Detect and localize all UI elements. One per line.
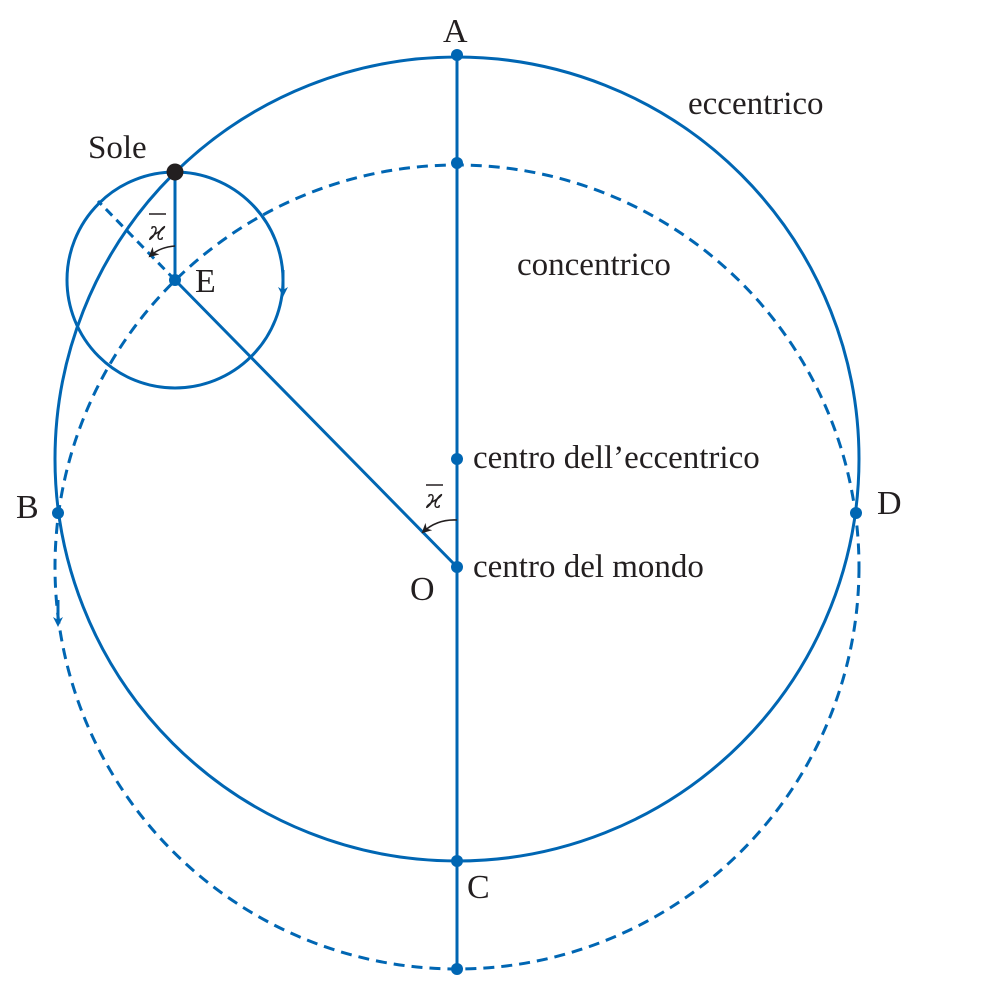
label-o: O: [410, 571, 435, 608]
label-d: D: [877, 485, 902, 522]
label-c: C: [467, 869, 490, 906]
radius-o-to-e: [173, 278, 459, 569]
label-world-center: centro del mondo: [473, 549, 704, 585]
dashed-extension: [96, 199, 177, 282]
angle-arc-at-o: [421, 519, 458, 534]
point-b: [52, 507, 64, 519]
point-a: [451, 49, 463, 61]
point-d: [850, 507, 862, 519]
angle-symbol-at-o: ϰ: [425, 485, 443, 515]
point-eccentric-center: [451, 453, 463, 465]
point-o: [451, 561, 463, 573]
point-e: [169, 274, 181, 286]
label-sun: Sole: [88, 130, 147, 166]
label-e: E: [195, 263, 216, 300]
point-c: [451, 855, 463, 867]
angle-arc-at-e: [148, 245, 176, 258]
point-concentric-top: [451, 157, 463, 169]
label-eccentric-center: centro dell’eccentrico: [473, 440, 760, 476]
label-concentric: concentrico: [517, 247, 671, 283]
label-a: A: [443, 13, 468, 50]
label-eccentric: eccentrico: [688, 86, 824, 122]
label-b: B: [16, 489, 39, 526]
point-concentric-bottom: [451, 963, 463, 975]
angle-symbol-at-e: ϰ: [148, 217, 166, 247]
sun-icon: [166, 163, 184, 181]
